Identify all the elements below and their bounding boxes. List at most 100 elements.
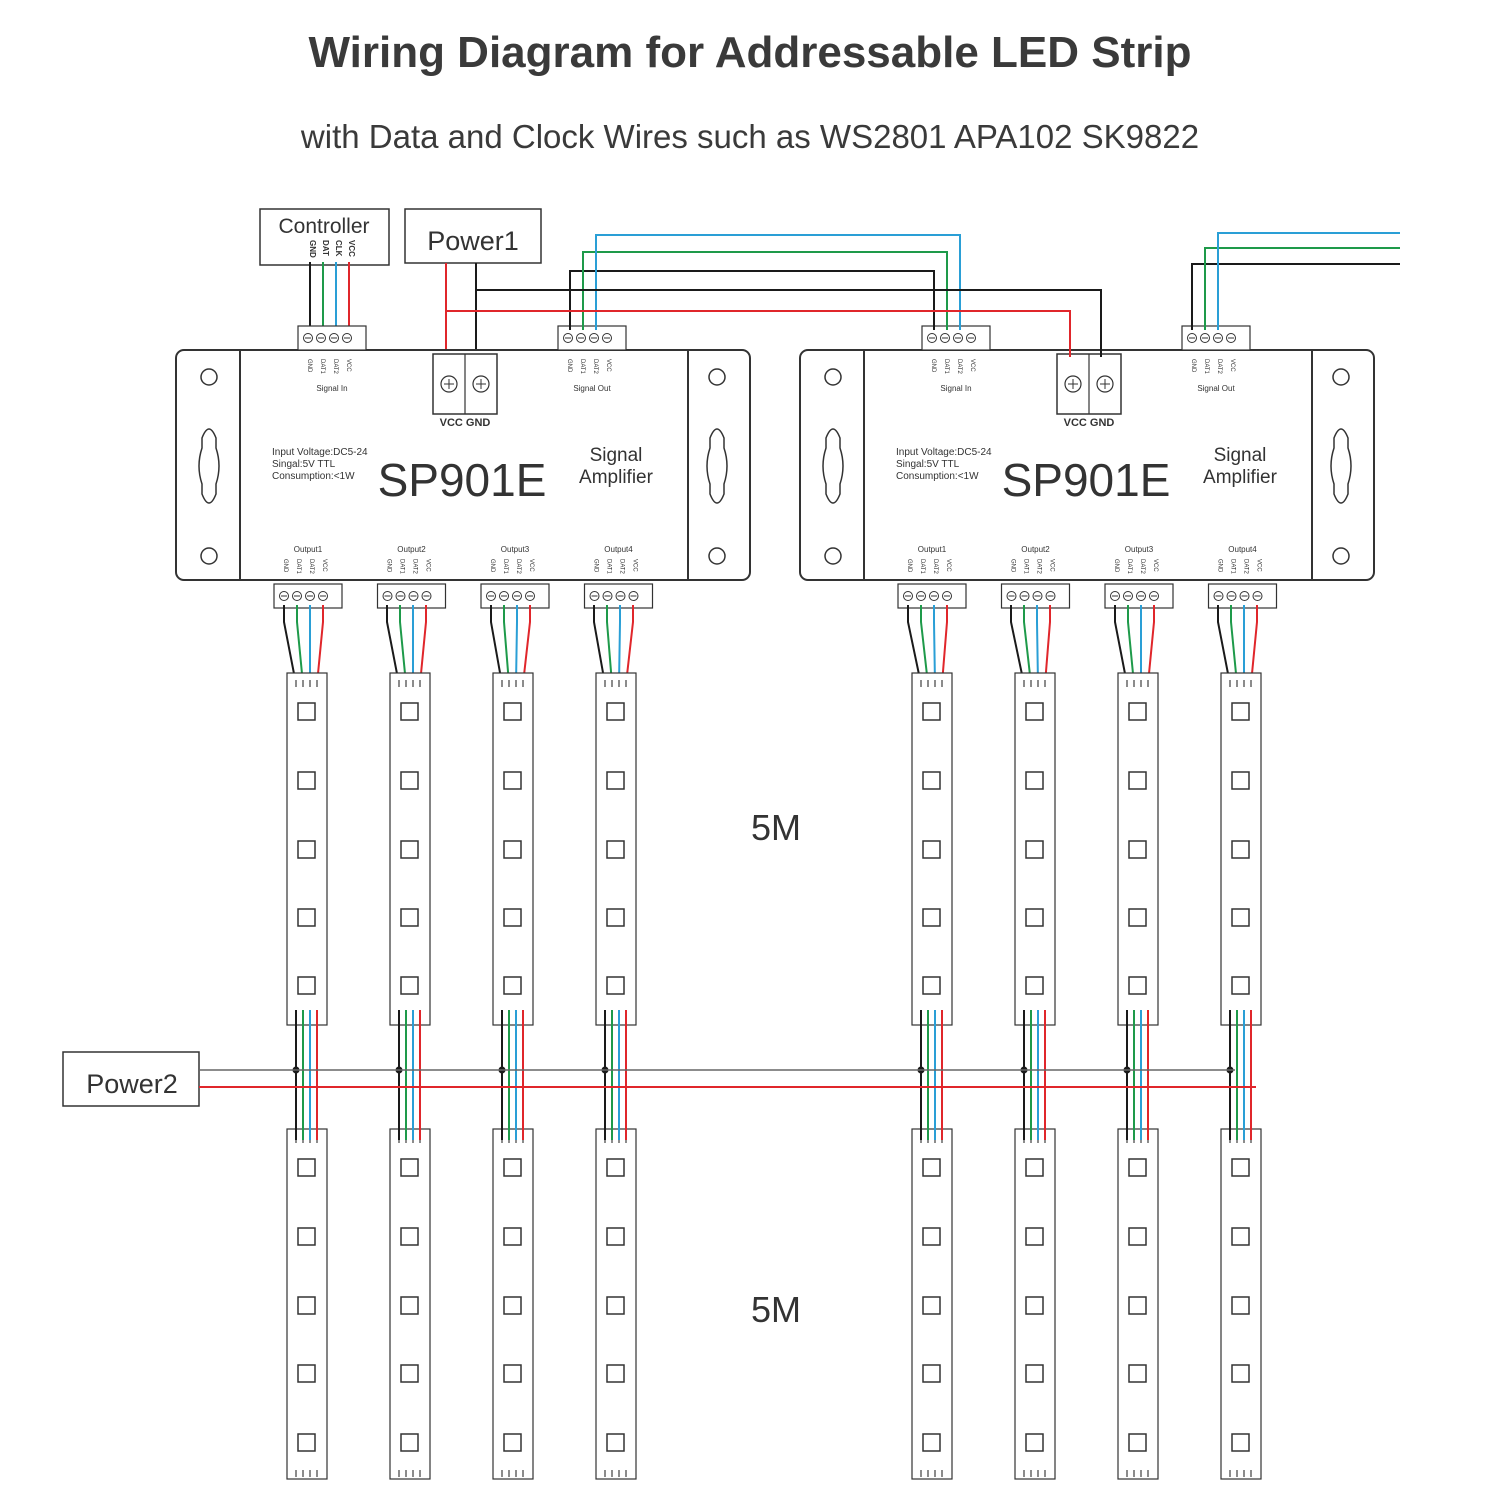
amplifier-1-mount-hole <box>200 547 218 565</box>
led-strip-7-led-chip <box>1128 1364 1147 1383</box>
led-strip-3-feed-wire <box>515 605 518 685</box>
led-strip-4-led-chip <box>606 1433 625 1452</box>
led-strip-4-feed-wire <box>593 605 606 685</box>
led-strip-4-feed-wire <box>625 605 634 685</box>
controller-label: Controller <box>278 215 369 238</box>
amplifier-2-keyhole-slot <box>822 428 844 504</box>
diagram-subtitle: with Data and Clock Wires such as WS2801… <box>300 118 1200 155</box>
led-strip-5-led-chip <box>922 1364 941 1383</box>
led-strip-7-led-chip <box>1128 1158 1147 1177</box>
led-strip-5-led-chip <box>922 1296 941 1315</box>
led-strip-8-led-chip <box>1231 908 1250 927</box>
amplifier-2-mount-hole <box>1332 368 1350 386</box>
amplifier-1-signal-in-pin-label: DAT2 <box>332 359 338 375</box>
amplifier-1-output-pin-label: DAT1 <box>295 559 301 575</box>
led-strip-3-led-chip <box>503 702 522 721</box>
amplifier-2-name-line1: Signal <box>1214 445 1267 466</box>
lower-segment-length: 5M <box>751 1289 801 1330</box>
led-strip-7-feed-wire <box>1114 605 1128 685</box>
amplifier-1-name-line2: Amplifier <box>579 467 654 488</box>
led-strip-2-led-chip <box>400 1296 419 1315</box>
led-strip-7-led-chip <box>1128 1296 1147 1315</box>
led-strip-6-led-chip <box>1025 1433 1044 1452</box>
amplifier-2-output-label: Output4 <box>1228 545 1257 554</box>
amplifier-1-signal-out-pin-label: GND <box>566 359 572 373</box>
led-strip-6-led-chip <box>1025 702 1044 721</box>
led-strip-6-led-chip <box>1025 976 1044 995</box>
amplifier-1-mount-hole <box>708 368 726 386</box>
amplifier-1-signal-in-terminal <box>297 325 367 351</box>
power1-label: Power1 <box>427 226 519 256</box>
link-wire-dat2 <box>595 234 961 330</box>
led-strip-8-led-chip <box>1231 976 1250 995</box>
amplifier-2-mount-hole <box>824 547 842 565</box>
amplifier-1-signal-in-pin-label: DAT1 <box>319 359 325 375</box>
led-strip-4-feed-wire <box>618 605 621 685</box>
led-strip-3-led-chip <box>503 1158 522 1177</box>
led-strip-4-led-chip <box>606 702 625 721</box>
led-strip-2-led-chip <box>400 1433 419 1452</box>
amplifier-1-output-pin-label: DAT2 <box>619 559 625 575</box>
amplifier-1-output-pin-label: VCC <box>528 559 534 572</box>
controller-pin-label: VCC <box>347 240 356 257</box>
led-strip-4-feed-wire <box>606 605 613 685</box>
amplifier-1-output-pin-label: GND <box>593 559 599 573</box>
led-strip-5-led-chip <box>922 1158 941 1177</box>
amplifier-2-output-pin-label: DAT1 <box>1023 559 1029 575</box>
led-strip-3-led-chip <box>503 771 522 790</box>
led-strip-8-feed-wire <box>1217 605 1231 685</box>
led-strip-2-led-chip <box>400 840 419 859</box>
amplifier-1-name-line1: Signal <box>590 445 643 466</box>
amplifier-2-output-pin-label: VCC <box>1152 559 1158 572</box>
led-strip-8-feed-wire <box>1230 605 1238 685</box>
led-strip-2-led-chip <box>400 1158 419 1177</box>
led-strip-2-led-chip <box>400 1364 419 1383</box>
led-strip-1-led-chip <box>297 1433 316 1452</box>
led-strip-3-led-chip <box>503 976 522 995</box>
amplifier-1-output-pin-label: GND <box>282 559 288 573</box>
amplifier-2-mount-hole <box>1332 547 1350 565</box>
led-strip-6-feed-wire <box>1010 605 1025 685</box>
amplifier-2-signal-in-pin-label: VCC <box>969 359 975 372</box>
led-strip-1-led-chip <box>297 1158 316 1177</box>
amplifier-1-signal-in-label: Signal In <box>316 384 347 393</box>
amplifier-2-signal-out-pin-label: GND <box>1190 359 1196 373</box>
amplifier-2-output-label: Output3 <box>1125 545 1154 554</box>
led-strip-4-led-chip <box>606 908 625 927</box>
amplifier-2-signal-out-label: Signal Out <box>1197 384 1235 393</box>
power-bridge-gnd <box>476 289 1102 357</box>
amplifier-2-signal-in-pin-label: DAT1 <box>943 359 949 375</box>
amplifier-1-spec-consumption: Consumption:<1W <box>272 471 355 482</box>
controller-box <box>259 208 390 266</box>
led-strip-6-feed-wire <box>1036 605 1039 685</box>
amplifier-2-output-pin-label: DAT2 <box>1139 559 1145 575</box>
amplifier-2-signal-in-label: Signal In <box>940 384 971 393</box>
controller-pin-label: CLK <box>334 240 343 257</box>
amplifier-1-power-terminal-label: VCC GND <box>440 417 491 429</box>
led-strip-2-feed-wire <box>386 605 400 685</box>
amplifier-1-output-pin-label: VCC <box>632 559 638 572</box>
led-strip-8-led-chip <box>1231 702 1250 721</box>
amplifier-1-keyhole-slot <box>198 428 220 504</box>
amplifier-2-output-label: Output1 <box>918 545 947 554</box>
led-strip-4-led-chip <box>606 771 625 790</box>
led-strip-5-led-chip <box>922 1433 941 1452</box>
amplifier-1-signal-in-pin-label: GND <box>306 359 312 373</box>
led-strip-1-led-chip <box>297 908 316 927</box>
led-strip-8-led-chip <box>1231 1364 1250 1383</box>
led-strip-3-led-chip <box>503 908 522 927</box>
led-strip-3-feed-wire <box>490 605 503 685</box>
amplifier-1-model-name: SP901E <box>378 454 547 506</box>
amplifier-2-output-label: Output2 <box>1021 545 1050 554</box>
amplifier-1-output-pin-label: DAT2 <box>515 559 521 575</box>
amplifier-2-signal-in-pin-label: DAT2 <box>956 359 962 375</box>
amplifier-1-output-label: Output1 <box>294 545 323 554</box>
led-strip-3-led-chip <box>503 840 522 859</box>
amplifier-1-signal-out-pin-label: VCC <box>605 359 611 372</box>
power1-box <box>404 208 542 264</box>
led-strip-6-feed-wire <box>1044 605 1051 685</box>
amplifier-1-output-pin-label: DAT1 <box>606 559 612 575</box>
led-strip-2-led-chip <box>400 1227 419 1246</box>
amplifier-2-signal-out-pin-label: VCC <box>1229 359 1235 372</box>
